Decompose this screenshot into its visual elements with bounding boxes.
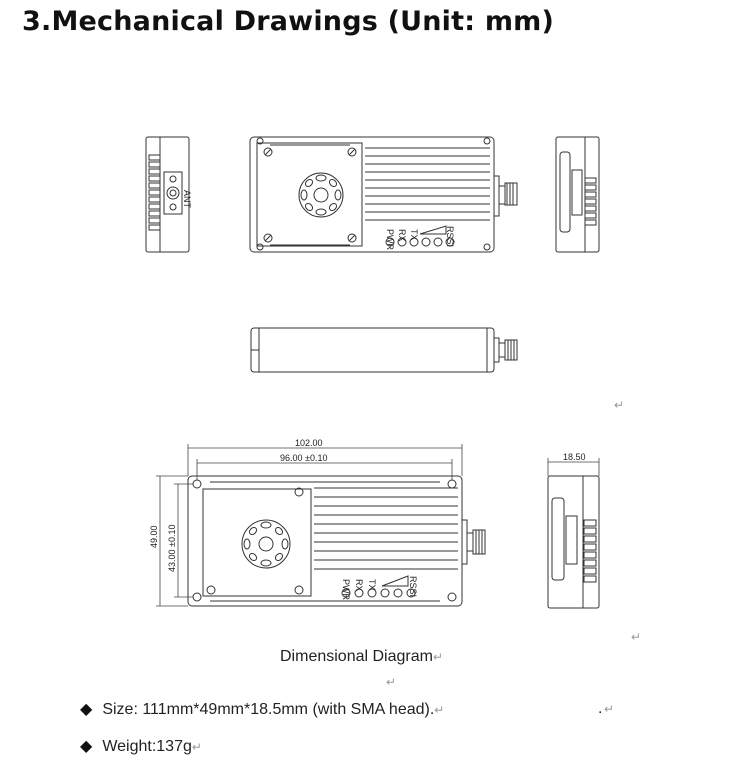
heatsink-fins: [210, 481, 458, 602]
sma-connector-end: [163, 171, 183, 215]
spec-size-text: Size: 111mm*49mm*18.5mm (with SMA head).: [102, 701, 435, 718]
heatsink-fins: [270, 144, 490, 246]
return-mark: ↵: [631, 630, 642, 644]
led-label-tx: TX: [409, 229, 419, 241]
end-view-dimensioned: [547, 475, 600, 609]
top-view-dimensioned: PWR RX TX RSSI: [187, 475, 486, 607]
led-label-rssi: RSSI: [445, 226, 455, 247]
dimension-lines: [156, 444, 600, 607]
dim-length-holes: 96.00 ±0.10: [280, 453, 327, 463]
dim-height: 18.50: [563, 452, 586, 462]
fan-icon: [241, 519, 291, 569]
end-view-fins: [148, 154, 161, 231]
return-mark: ↵: [386, 675, 397, 689]
spec-size-trailing: .: [598, 700, 603, 717]
led-label-rssi: RSSI: [408, 576, 418, 597]
dim-width-total: 49.00: [149, 525, 159, 548]
dim-length-total: 102.00: [295, 438, 323, 448]
diagram-caption: Dimensional Diagram↵: [280, 648, 443, 666]
top-view: PWR RX TX RSSI: [249, 136, 518, 253]
spec-weight: ◆ Weight:137g↵: [80, 736, 202, 756]
return-mark: ↵: [604, 702, 615, 716]
diamond-bullet-icon: ◆: [80, 738, 93, 755]
return-mark: ↵: [432, 650, 444, 664]
led-label-pwr: PWR: [341, 579, 351, 600]
led-label-pwr: PWR: [385, 229, 395, 250]
end-view-left: ANT: [145, 136, 192, 253]
dim-width-holes: 43.00 ±0.10: [167, 525, 177, 572]
diamond-bullet-icon: ◆: [80, 701, 93, 718]
status-leds: [385, 225, 455, 247]
spec-weight-text: Weight:137g: [102, 738, 192, 755]
led-label-tx: TX: [367, 579, 377, 591]
return-mark: ↵: [434, 703, 445, 717]
page-title: 3.Mechanical Drawings (Unit: mm): [22, 6, 555, 37]
end-view-right-fins: [584, 177, 597, 226]
fan-icon: [298, 172, 344, 218]
sma-connector: [493, 175, 518, 217]
end-view-right: [555, 136, 600, 253]
led-label-rx: RX: [397, 229, 407, 242]
caption-text: Dimensional Diagram: [280, 648, 433, 665]
led-label-rx: RX: [354, 579, 364, 592]
side-view: [250, 327, 518, 373]
status-leds: [341, 575, 416, 598]
return-mark: ↵: [191, 740, 202, 754]
mechanical-drawing: ANT: [145, 136, 600, 609]
ant-label: ANT: [182, 190, 192, 209]
spec-size: ◆ Size: 111mm*49mm*18.5mm (with SMA head)…: [80, 699, 444, 719]
return-mark: ↵: [614, 398, 625, 412]
